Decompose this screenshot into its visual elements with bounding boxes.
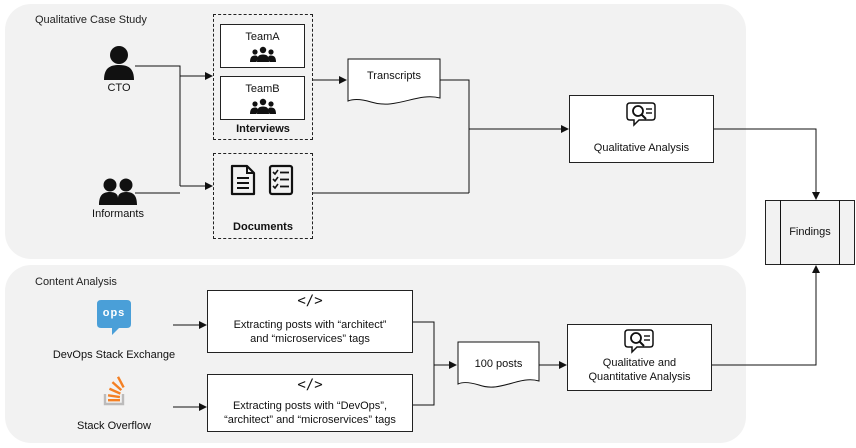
arrow-to-findings-bottom: [711, 265, 820, 366]
team-icon: [249, 46, 276, 62]
analysis-icon: [626, 102, 656, 127]
team-b-box: TeamB: [220, 76, 305, 120]
interviews-label: Interviews: [236, 123, 290, 135]
team-a-box: TeamA: [220, 24, 305, 68]
devops-stack-exchange-label: DevOps Stack Exchange: [52, 349, 176, 361]
group-icon: [99, 178, 137, 205]
stack-overflow-icon: [103, 376, 125, 406]
merge-line: [440, 79, 470, 193]
qualitative-analysis-label: Qualitative Analysis: [593, 142, 690, 154]
stack-overflow-label: Stack Overflow: [77, 420, 151, 432]
team-b-label: TeamB: [245, 82, 280, 95]
extract-devops-line1: Extracting posts with “DevOps”,: [232, 400, 388, 412]
mixed-analysis-line1: Qualitative and: [602, 357, 677, 369]
team-icon: [249, 98, 276, 114]
person-icon: [104, 46, 134, 80]
posts-label: 100 posts: [474, 358, 523, 370]
checklist-icon: [268, 164, 294, 196]
devops-logo-text: ops: [102, 307, 126, 319]
mixed-analysis-line2: Quantitative Analysis: [588, 371, 691, 383]
content-panel-title: Content Analysis: [35, 276, 117, 288]
code-icon: </>: [297, 377, 323, 393]
findings-left-bar: [780, 200, 781, 265]
extract-architect-line2: and “microservices” tags: [250, 333, 370, 345]
posts-shape: [457, 341, 540, 388]
qualitative-panel-title: Qualitative Case Study: [35, 14, 147, 26]
team-a-label: TeamA: [245, 30, 280, 43]
cto-label: CTO: [107, 82, 131, 94]
transcripts-label: Transcripts: [367, 70, 421, 82]
extract-devops-box: [207, 374, 413, 432]
document-icon: [230, 164, 256, 196]
findings-label: Findings: [789, 226, 831, 238]
analysis-icon: [624, 329, 654, 354]
extract-devops-line2: “architect” and “microservices” tags: [224, 414, 396, 426]
code-icon: </>: [297, 293, 323, 309]
transcripts-shape: [347, 58, 441, 105]
extract-architect-line1: Extracting posts with “architect”: [233, 319, 387, 331]
devops-stack-exchange-icon: [97, 300, 131, 335]
people-bus-line: [135, 65, 181, 186]
informants-label: Informants: [92, 208, 144, 220]
extract-architect-box: [207, 290, 413, 353]
extract-merge-line: [412, 321, 435, 406]
arrow-to-findings-top: [713, 128, 820, 200]
findings-right-bar: [839, 200, 840, 265]
documents-label: Documents: [233, 221, 293, 233]
documents-group: [213, 153, 313, 239]
